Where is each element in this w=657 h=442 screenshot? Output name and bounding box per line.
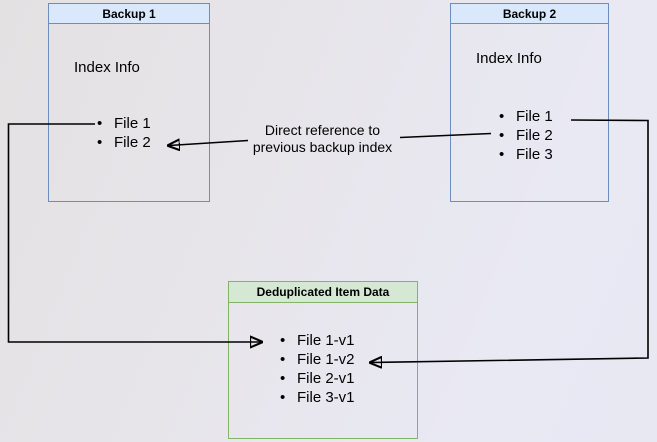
direct-reference-label-line2: previous backup index: [252, 139, 393, 155]
list-item: • File 1: [97, 114, 151, 133]
backup1-file-list: • File 1 • File 2: [97, 114, 151, 152]
dedup-title: Deduplicated Item Data: [256, 285, 390, 299]
file-label: File 3: [516, 146, 553, 163]
file-label: File 3-v1: [297, 389, 355, 406]
list-item: • File 1-v2: [280, 350, 355, 369]
file-label: File 2-v1: [297, 370, 355, 387]
direct-reference-label: Direct reference to previous backup inde…: [240, 122, 405, 156]
bullet-icon: •: [280, 370, 286, 387]
direct-reference-label-line1: Direct reference to: [264, 122, 381, 138]
backup2-header: Backup 2: [451, 4, 608, 24]
bullet-icon: •: [280, 332, 286, 349]
list-item: • File 2: [97, 133, 151, 152]
bullet-icon: •: [97, 115, 103, 132]
backup1-title: Backup 1: [102, 6, 156, 21]
file-label: File 1: [114, 115, 151, 132]
backup1-index-info-label: Index Info: [74, 59, 140, 76]
list-item: • File 2-v1: [280, 369, 355, 388]
backup2-title: Backup 2: [502, 6, 557, 21]
bullet-icon: •: [280, 351, 286, 368]
bullet-icon: •: [499, 127, 505, 144]
bullet-icon: •: [499, 146, 505, 163]
list-item: • File 3-v1: [280, 388, 355, 407]
bullet-icon: •: [499, 108, 505, 125]
dedup-header: Deduplicated Item Data: [229, 282, 417, 303]
dedup-file-list: • File 1-v1 • File 1-v2 • File 2-v1 • Fi…: [280, 331, 355, 407]
file-label: File 2: [114, 134, 151, 151]
bullet-icon: •: [280, 389, 286, 406]
dedup-box: Deduplicated Item Data • File 1-v1 • Fil…: [228, 281, 418, 439]
list-item: • File 2: [499, 126, 553, 145]
list-item: • File 1: [499, 107, 553, 126]
backup2-file-list: • File 1 • File 2 • File 3: [499, 107, 553, 164]
backup1-box: Backup 1 Index Info • File 1 • File 2: [48, 3, 210, 202]
file-label: File 1-v1: [297, 332, 355, 349]
file-label: File 1-v2: [297, 351, 355, 368]
file-label: File 2: [516, 127, 553, 144]
backup2-box: Backup 2 Index Info • File 1 • File 2 • …: [450, 3, 609, 202]
backup2-index-info-label: Index Info: [476, 50, 542, 67]
file-label: File 1: [516, 108, 553, 125]
bullet-icon: •: [97, 134, 103, 151]
list-item: • File 1-v1: [280, 331, 355, 350]
backup1-header: Backup 1: [49, 4, 209, 24]
list-item: • File 3: [499, 145, 553, 164]
